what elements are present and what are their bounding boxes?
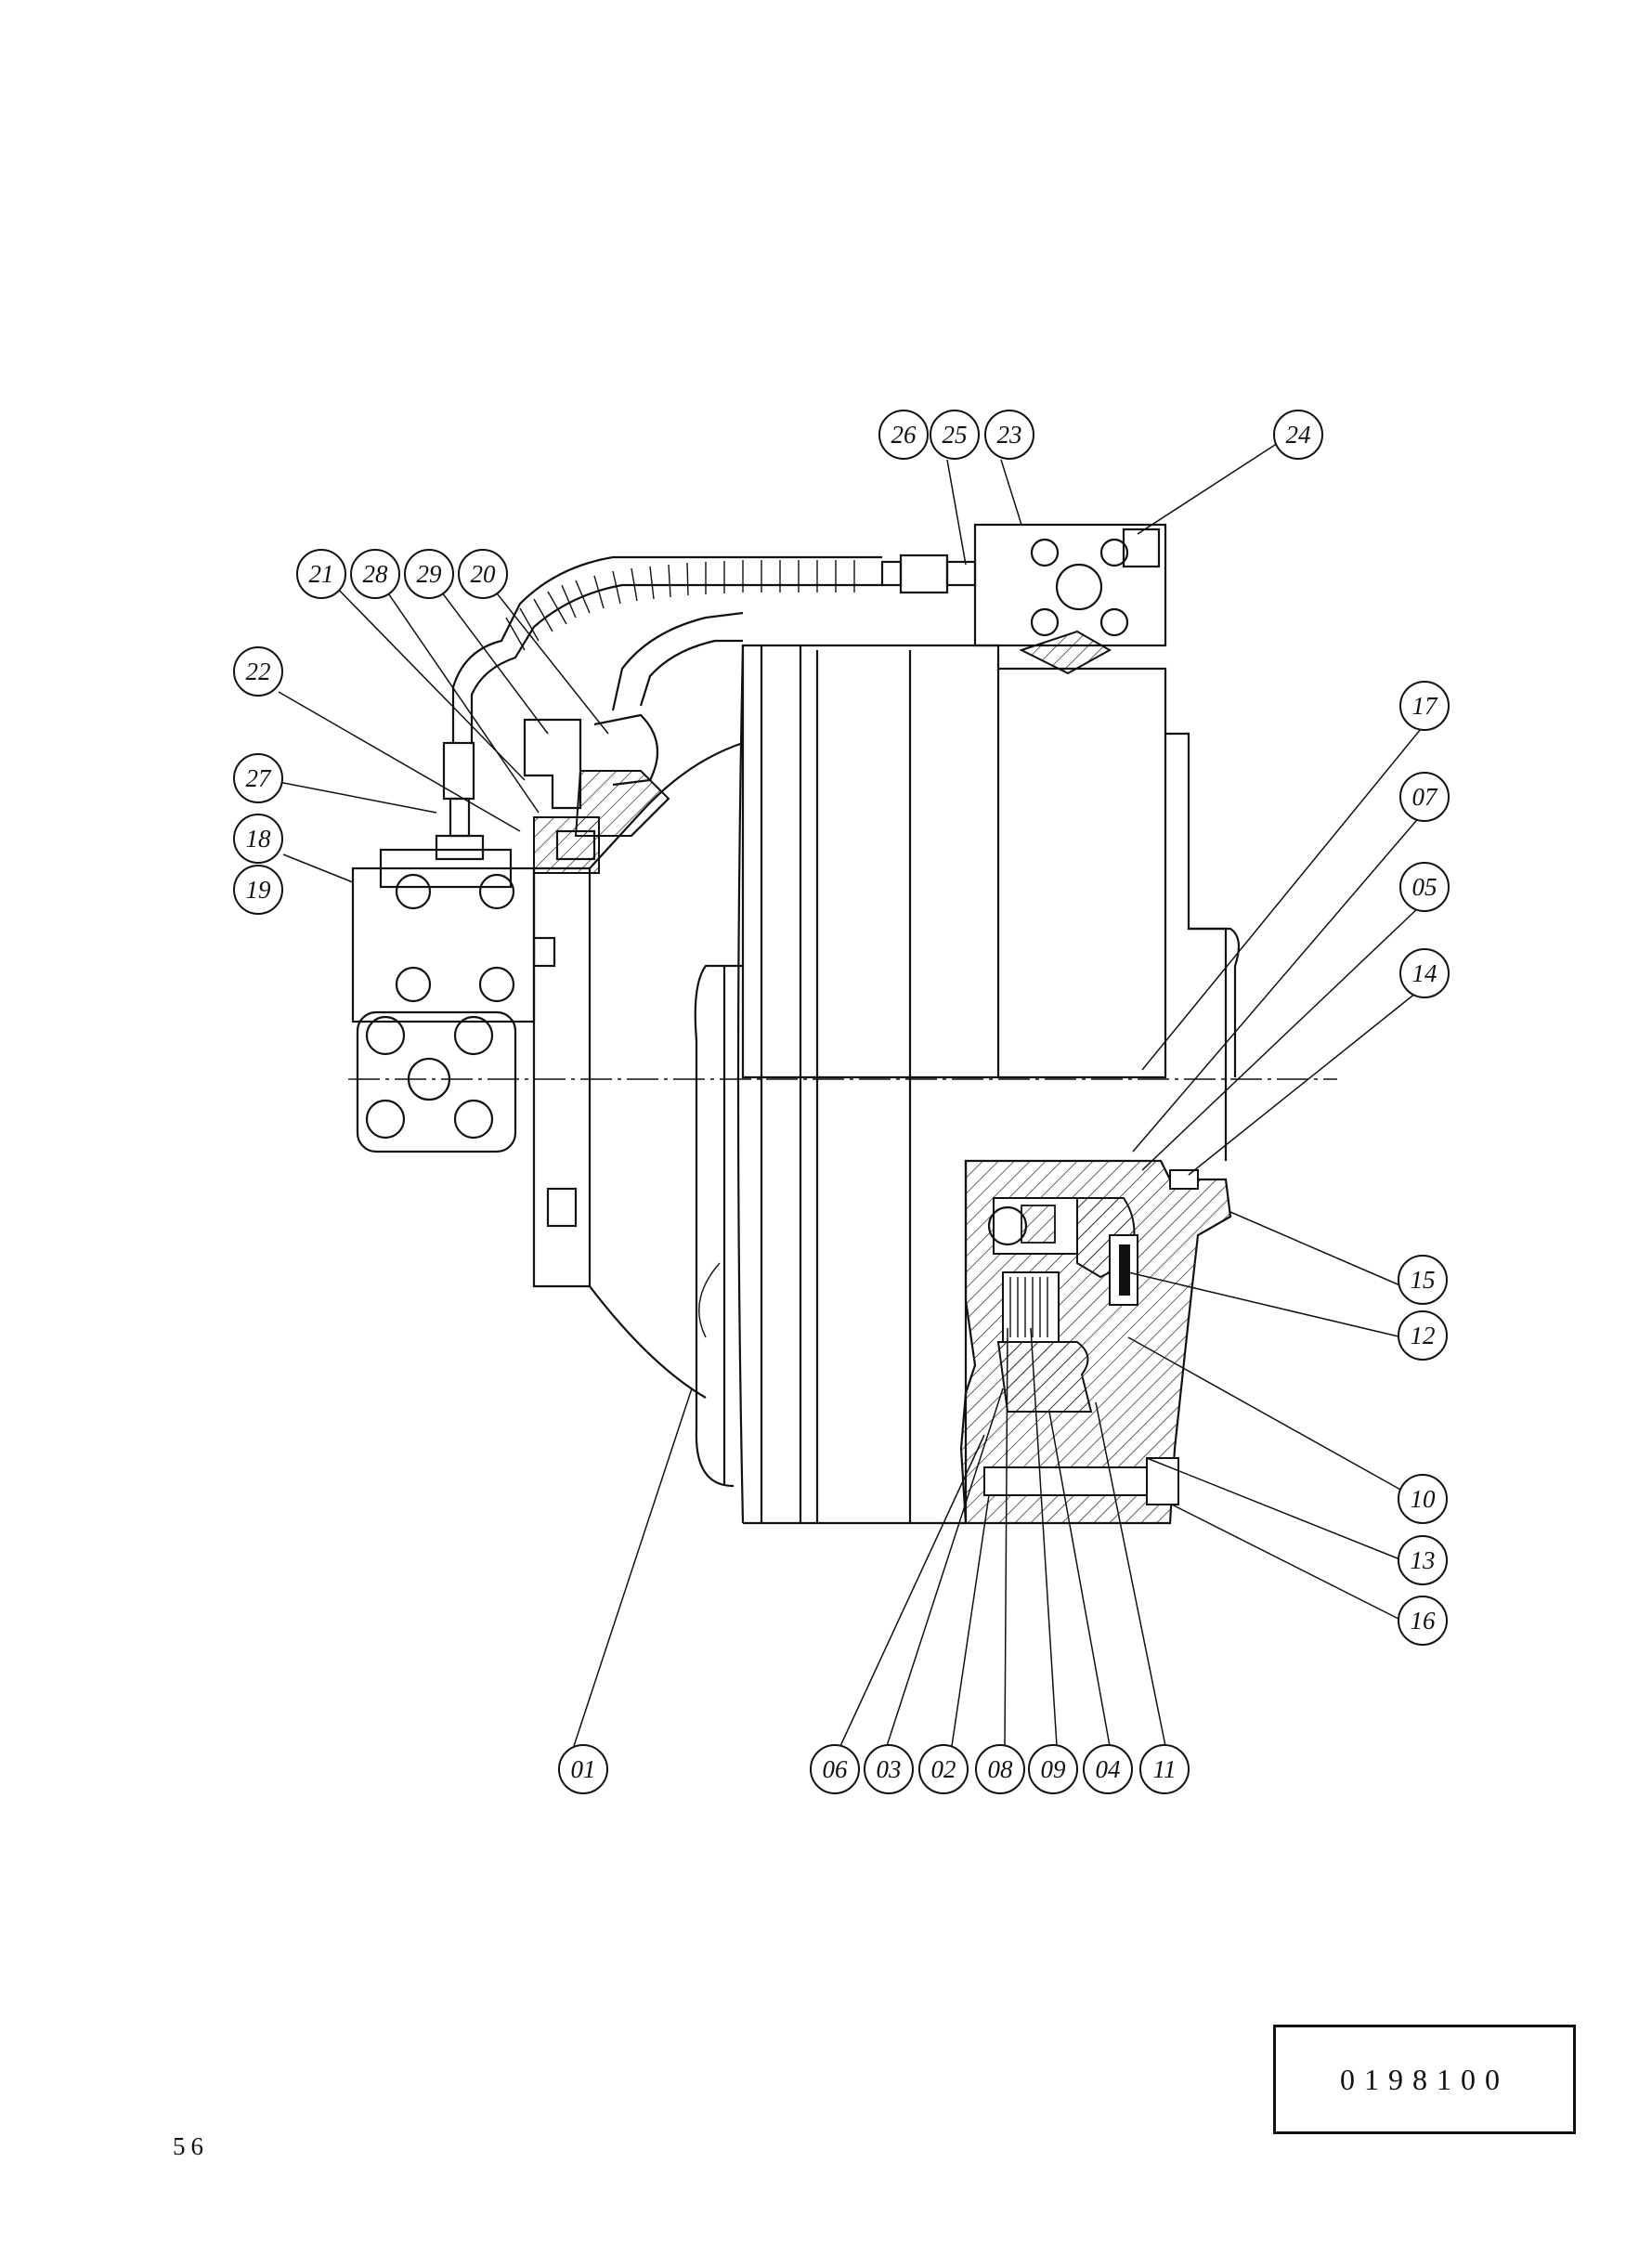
callout-label: 08 <box>988 1755 1014 1783</box>
callout-label: 27 <box>246 764 273 792</box>
callout-circle <box>1399 862 1450 912</box>
callout-label: 17 <box>1412 692 1439 720</box>
callout-label: 18 <box>246 825 272 853</box>
callout-03: 03 <box>864 1744 914 1794</box>
callout-24: 24 <box>1273 410 1323 460</box>
callout-02: 02 <box>918 1744 969 1794</box>
callout-label: 13 <box>1411 1546 1436 1574</box>
callout-circle <box>1028 1744 1078 1794</box>
callout-circle <box>930 410 980 460</box>
callout-label: 10 <box>1411 1485 1437 1513</box>
top-valve-block <box>973 523 1167 675</box>
leader-lines <box>278 434 1422 1747</box>
callout-07: 07 <box>1399 772 1450 822</box>
callout-label: 12 <box>1411 1322 1436 1349</box>
callout-label: 23 <box>997 421 1022 449</box>
callout-23: 23 <box>984 410 1034 460</box>
callout-circle <box>350 549 400 599</box>
callout-circle <box>233 865 283 915</box>
left-flange <box>351 713 744 1399</box>
callout-circle <box>1139 1744 1190 1794</box>
callout-01: 01 <box>558 1744 608 1794</box>
callout-16: 16 <box>1398 1596 1448 1646</box>
callout-21: 21 <box>296 549 346 599</box>
callout-label: 15 <box>1411 1266 1436 1294</box>
callout-circle <box>918 1744 969 1794</box>
callout-12: 12 <box>1398 1310 1448 1361</box>
callout-29: 29 <box>404 549 454 599</box>
callout-circle <box>233 646 283 697</box>
document-number-box: 0198100 <box>1273 2025 1576 2134</box>
callout-circle <box>984 410 1034 460</box>
callout-15: 15 <box>1398 1255 1448 1305</box>
hydraulic-hose <box>451 554 977 743</box>
callout-circle <box>1399 948 1450 998</box>
callout-06: 06 <box>810 1744 860 1794</box>
callout-05: 05 <box>1399 862 1450 912</box>
callout-label: 19 <box>246 876 272 904</box>
callout-label: 09 <box>1041 1755 1067 1783</box>
callout-balloons: 01 02 03 04 05 06 07 08 09 10 11 12 13 14 15 16 17 18 19 20… <box>233 410 1450 1794</box>
callout-circle <box>975 1744 1025 1794</box>
callout-circle <box>1398 1535 1448 1585</box>
callout-label: 20 <box>471 560 497 588</box>
cross-section <box>959 1159 1232 1525</box>
callout-circle <box>1398 1310 1448 1361</box>
callout-04: 04 <box>1083 1744 1133 1794</box>
callout-circle <box>810 1744 860 1794</box>
callout-circle <box>1398 1474 1448 1524</box>
callout-27: 27 <box>233 753 283 803</box>
callout-label: 16 <box>1411 1607 1437 1635</box>
callout-circle <box>1273 410 1323 460</box>
main-housing <box>694 644 1241 1525</box>
callout-label: 26 <box>891 421 917 449</box>
callout-25: 25 <box>930 410 980 460</box>
callout-circle <box>458 549 508 599</box>
callout-circle <box>1398 1255 1448 1305</box>
callout-11: 11 <box>1139 1744 1190 1794</box>
callout-label: 03 <box>877 1755 902 1783</box>
callout-13: 13 <box>1398 1535 1448 1585</box>
callout-label: 24 <box>1286 421 1311 449</box>
callout-label: 04 <box>1096 1755 1121 1783</box>
page-number: 56 <box>173 2132 209 2160</box>
callout-label: 21 <box>309 560 334 588</box>
callout-09: 09 <box>1028 1744 1078 1794</box>
callout-08: 08 <box>975 1744 1025 1794</box>
callout-label: 06 <box>823 1755 849 1783</box>
callout-26: 26 <box>878 410 929 460</box>
callout-10: 10 <box>1398 1474 1448 1524</box>
callout-label: 22 <box>246 658 271 685</box>
callout-circle <box>878 410 929 460</box>
callout-17: 17 <box>1399 681 1450 731</box>
document-number: 0198100 <box>1340 2062 1509 2096</box>
callout-circle <box>558 1744 608 1794</box>
callout-label: 05 <box>1412 873 1437 901</box>
callout-circle <box>1398 1596 1448 1646</box>
callout-label: 07 <box>1412 783 1439 811</box>
callout-label: 14 <box>1412 959 1437 987</box>
callout-22: 22 <box>233 646 283 697</box>
callout-circle <box>1083 1744 1133 1794</box>
callout-28: 28 <box>350 549 400 599</box>
callout-label: 25 <box>943 421 968 449</box>
callout-18: 18 <box>233 814 283 864</box>
callout-circle <box>1399 681 1450 731</box>
callout-circle <box>404 549 454 599</box>
callout-circle <box>1399 772 1450 822</box>
callout-14: 14 <box>1399 948 1450 998</box>
callout-label: 29 <box>417 560 443 588</box>
callout-circle <box>233 753 283 803</box>
callout-label: 28 <box>363 560 389 588</box>
callout-19: 19 <box>233 865 283 915</box>
callout-label: 02 <box>931 1755 956 1783</box>
callout-label: 01 <box>571 1755 596 1783</box>
callout-circle <box>296 549 346 599</box>
callout-circle <box>233 814 283 864</box>
callout-label: 11 <box>1153 1755 1177 1783</box>
callout-20: 20 <box>458 549 508 599</box>
callout-circle <box>864 1744 914 1794</box>
